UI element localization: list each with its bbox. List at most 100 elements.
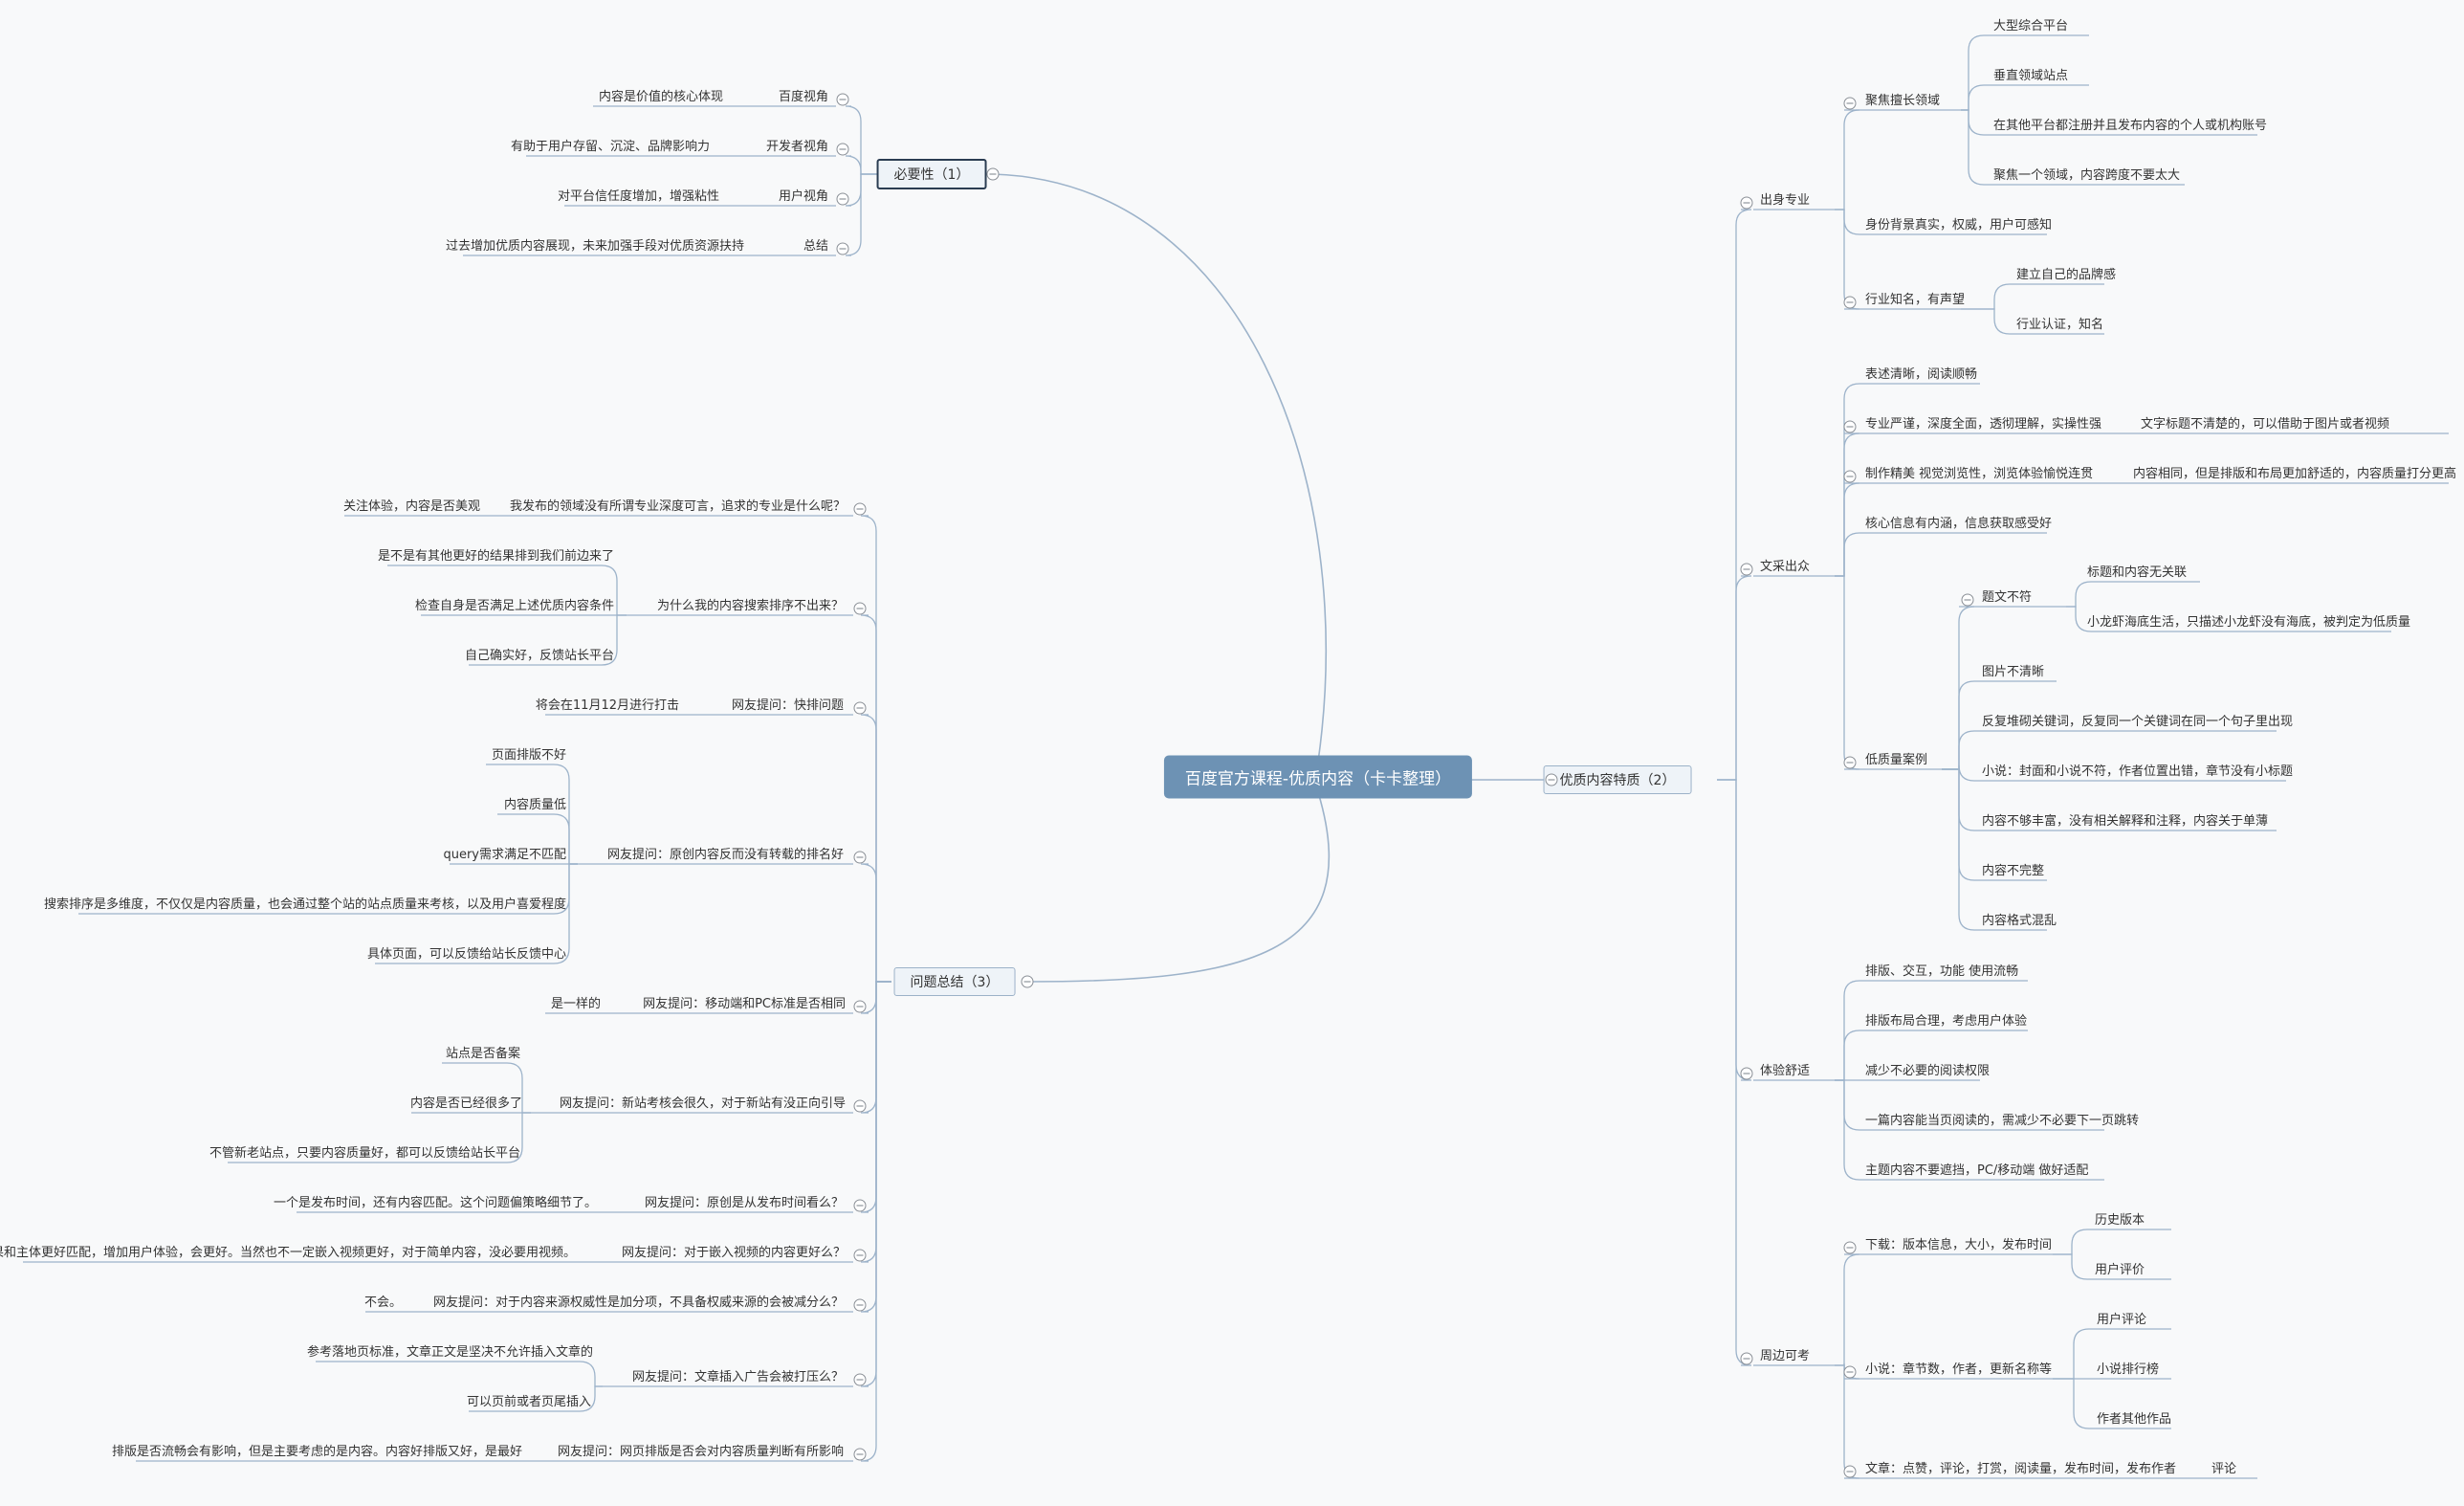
issue-question[interactable]: 网友提问：文章插入广告会被打压么？ [631,1370,844,1384]
title-mismatch[interactable]: 题文不符 [1982,590,2033,605]
collapse-icon[interactable] [1843,1241,1857,1254]
collapse-icon[interactable] [1843,756,1857,769]
article-note[interactable]: 评论 [2211,1462,2237,1476]
issue-question[interactable]: 为什么我的内容搜索排序不出来？ [656,599,844,613]
novel-item[interactable]: 用户评论 [2097,1313,2147,1327]
collapse-icon[interactable] [836,192,849,206]
experience-item[interactable]: 一篇内容能当页阅读的，需减少不必要下一页跳转 [1865,1114,2140,1128]
download-item[interactable]: 用户评价 [2095,1263,2145,1277]
collapse-icon[interactable] [853,1199,867,1212]
necessity-key-developer[interactable]: 开发者视角 [765,140,828,154]
necessity-value-baidu[interactable]: 内容是价值的核心体现 [598,90,723,104]
quality-item[interactable]: 表述清晰，阅读顺畅 [1865,367,1978,382]
mismatch-item[interactable]: 标题和内容无关联 [2087,565,2188,580]
low-quality-item[interactable]: 小说：封面和小说不符，作者位置出错，章节没有小标题 [1982,764,2294,779]
issue-answer[interactable]: 如果和主体更好匹配，增加用户体验，会更好。当然也不一定嵌入视频更好，对于简单内容… [0,1246,576,1260]
quality-item-rigorous[interactable]: 专业严谨，深度全面，透彻理解，实操性强 [1865,417,2102,432]
necessity-value-developer[interactable]: 有助于用户存留、沉淀、品牌影响力 [510,140,710,154]
focus-field[interactable]: 聚焦擅长领域 [1865,94,1941,108]
download-info[interactable]: 下载：版本信息，大小，发布时间 [1865,1238,2053,1252]
novel-item[interactable]: 作者其他作品 [2097,1412,2172,1427]
necessity-value-user[interactable]: 对平台信任度增加，增强粘性 [557,189,719,204]
novel-info[interactable]: 小说：章节数，作者，更新名称等 [1865,1362,2053,1377]
group-surrounding[interactable]: 周边可考 [1760,1349,1811,1363]
low-quality-item[interactable]: 内容不够丰富，没有相关解释和注释，内容关于单薄 [1982,814,2269,829]
collapse-icon[interactable] [1740,563,1753,576]
issue-question[interactable]: 网友提问：新站考核会很久，对于新站有没正向引导 [559,1096,846,1111]
collapse-icon[interactable] [1740,1352,1753,1365]
issue-answer[interactable]: 一个是发布时间，还有内容匹配。这个问题偏策略细节了。 [273,1196,597,1210]
collapse-icon[interactable] [1843,1465,1857,1478]
collapse-icon[interactable] [853,602,867,615]
issue-answer[interactable]: 是不是有其他更好的结果排到我们前边来了 [377,549,614,564]
issue-question[interactable]: 网友提问：原创内容反而没有转载的排名好 [606,848,844,862]
collapse-toggle-issues[interactable] [1021,975,1034,988]
focus-item[interactable]: 聚焦一个领域，内容跨度不要太大 [1993,168,2181,183]
necessity-key-summary[interactable]: 总结 [803,239,828,254]
issue-answer[interactable]: 具体页面，可以反馈给站长反馈中心 [366,947,566,962]
collapse-icon[interactable] [836,242,849,255]
download-item[interactable]: 历史版本 [2095,1213,2145,1228]
focus-item[interactable]: 在其他平台都注册并且发布内容的个人或机构账号 [1993,119,2268,133]
quality-item[interactable]: 核心信息有内涵，信息获取感受好 [1865,517,2053,531]
collapse-icon[interactable] [1740,196,1753,210]
collapse-icon[interactable] [853,1448,867,1461]
collapse-icon[interactable] [853,1298,867,1312]
experience-item[interactable]: 减少不必要的阅读权限 [1865,1064,1991,1078]
issue-answer[interactable]: 可以页前或者页尾插入 [466,1395,591,1409]
issue-question[interactable]: 网友提问：对于内容来源权威性是加分项，不具备权威来源的会被减分么？ [432,1296,844,1310]
collapse-icon[interactable] [1843,470,1857,483]
issue-answer[interactable]: 不管新老站点，只要内容质量好，都可以反馈给站长平台 [209,1146,520,1161]
issue-answer[interactable]: 是一样的 [550,997,601,1011]
topic-necessity[interactable]: 必要性（1） [876,159,987,189]
collapse-icon[interactable] [836,143,849,156]
collapse-icon[interactable] [1843,296,1857,309]
collapse-icon[interactable] [853,502,867,516]
necessity-key-user[interactable]: 用户视角 [778,189,828,204]
low-quality-item[interactable]: 内容格式混乱 [1982,914,2057,928]
issue-question[interactable]: 网友提问：快排问题 [731,698,844,713]
quality-item-refined[interactable]: 制作精美 视觉浏览性，浏览体验愉悦连贯 [1865,467,2094,481]
low-quality-item[interactable]: 反复堆砌关键词，反复同一个关键词在同一个句子里出现 [1982,715,2294,729]
issue-answer[interactable]: 内容质量低 [503,798,566,812]
experience-item[interactable]: 主题内容不要遮挡，PC/移动端 做好适配 [1865,1163,2089,1178]
collapse-icon[interactable] [853,1099,867,1113]
issue-question[interactable]: 网友提问：移动端和PC标准是否相同 [643,997,846,1011]
focus-item[interactable]: 垂直领域站点 [1993,69,2069,83]
collapse-toggle-necessity[interactable] [986,167,1000,181]
group-writing-quality[interactable]: 文采出众 [1760,560,1811,574]
collapse-icon[interactable] [853,851,867,864]
issue-answer[interactable]: 页面排版不好 [491,748,566,763]
issue-answer[interactable]: 自己确实好，反馈站长平台 [464,649,614,663]
collapse-icon[interactable] [853,701,867,715]
issue-answer[interactable]: 将会在11月12月进行打击 [535,698,679,713]
known-item[interactable]: 建立自己的品牌感 [2016,268,2117,282]
industry-known[interactable]: 行业知名，有声望 [1865,293,1966,307]
issue-answer[interactable]: 参考落地页标准，文章正文是坚决不允许插入文章的 [306,1345,593,1360]
issue-answer[interactable]: 不会。 [363,1296,402,1310]
topic-issue-summary[interactable]: 问题总结（3） [893,967,1016,996]
collapse-icon[interactable] [1843,420,1857,433]
collapse-icon[interactable] [1740,1067,1753,1080]
collapse-icon[interactable] [1961,593,1974,607]
issue-answer[interactable]: 内容是否已经很多了 [409,1096,522,1111]
topic-quality-features[interactable]: 优质内容特质（2） [1543,765,1692,794]
issue-question[interactable]: 我发布的领域没有所谓专业深度可言，追求的专业是什么呢？ [509,499,846,514]
novel-item[interactable]: 小说排行榜 [2097,1362,2160,1377]
quality-note[interactable]: 内容相同，但是排版和布局更加舒适的，内容质量打分更高 [2133,467,2457,481]
mismatch-item[interactable]: 小龙虾海底生活，只描述小龙虾没有海底，被判定为低质量 [2087,615,2411,630]
issue-answer[interactable]: 站点是否备案 [445,1047,520,1061]
necessity-value-summary[interactable]: 过去增加优质内容展现，未来加强手段对优质资源扶持 [445,239,744,254]
collapse-icon[interactable] [1843,97,1857,110]
low-quality-item[interactable]: 图片不清晰 [1982,665,2045,679]
article-info[interactable]: 文章：点赞，评论，打赏，阅读量，发布时间，发布作者 [1865,1462,2177,1476]
issue-answer[interactable]: query需求满足不匹配 [443,848,566,862]
known-item[interactable]: 行业认证，知名 [2016,318,2104,332]
identity-background[interactable]: 身份背景真实，权威，用户可感知 [1865,218,2053,233]
experience-item[interactable]: 排版、交互，功能 使用流畅 [1865,964,2019,979]
collapse-icon[interactable] [853,1000,867,1013]
issue-question[interactable]: 网友提问：原创是从发布时间看么？ [644,1196,844,1210]
necessity-key-baidu[interactable]: 百度视角 [778,90,828,104]
collapse-icon[interactable] [853,1373,867,1386]
issue-answer[interactable]: 排版是否流畅会有影响，但是主要考虑的是内容。内容好排版又好，是最好 [111,1445,522,1459]
